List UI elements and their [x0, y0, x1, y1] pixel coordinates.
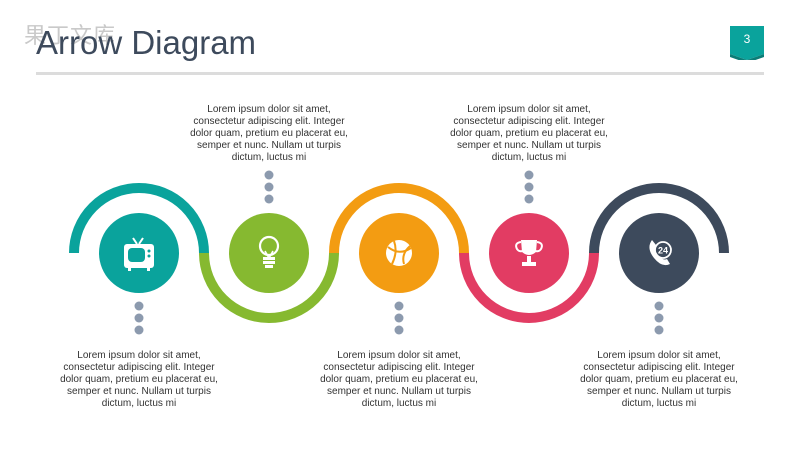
dot: [394, 325, 404, 335]
page-title: Arrow Diagram: [36, 24, 257, 61]
title-divider: [36, 72, 764, 75]
dot: [394, 313, 404, 323]
page-number-badge: [730, 26, 764, 60]
dot: [264, 170, 274, 180]
connector-dots: [134, 170, 664, 335]
dot: [654, 313, 664, 323]
watermark: 果丁文库: [24, 24, 117, 49]
dot: [524, 194, 534, 204]
dot: [654, 325, 664, 335]
page-number: 3: [743, 32, 751, 46]
step-4-description: Lorem ipsum dolor sit amet, consectetur …: [450, 104, 608, 163]
arc-teal: [69, 183, 209, 254]
dot: [134, 313, 144, 323]
dot: [134, 325, 144, 335]
step-2-description: Lorem ipsum dolor sit amet, consectetur …: [190, 104, 348, 163]
arc-red: [459, 252, 599, 323]
phone-24-icon: 24: [649, 240, 672, 266]
arc-orange: [329, 183, 469, 254]
trophy-icon: [515, 240, 543, 266]
dot: [524, 170, 534, 180]
lightbulb-icon: [258, 235, 280, 268]
tv-icon: [124, 237, 154, 271]
arc-green: [199, 252, 339, 323]
phone-24-label: 24: [658, 246, 668, 256]
dot: [264, 182, 274, 192]
dot: [524, 182, 534, 192]
step-5-description: Lorem ipsum dolor sit amet, consectetur …: [580, 350, 738, 409]
step-circle-2: [229, 213, 309, 293]
basketball-icon: [386, 240, 412, 266]
arc-navy: [589, 183, 729, 254]
dot: [654, 301, 664, 311]
dot: [134, 301, 144, 311]
dot: [394, 301, 404, 311]
step-circle-5: [619, 213, 699, 293]
step-3-description: Lorem ipsum dolor sit amet, consectetur …: [320, 350, 478, 409]
step-1-description: Lorem ipsum dolor sit amet, consectetur …: [60, 350, 218, 409]
dot: [264, 194, 274, 204]
